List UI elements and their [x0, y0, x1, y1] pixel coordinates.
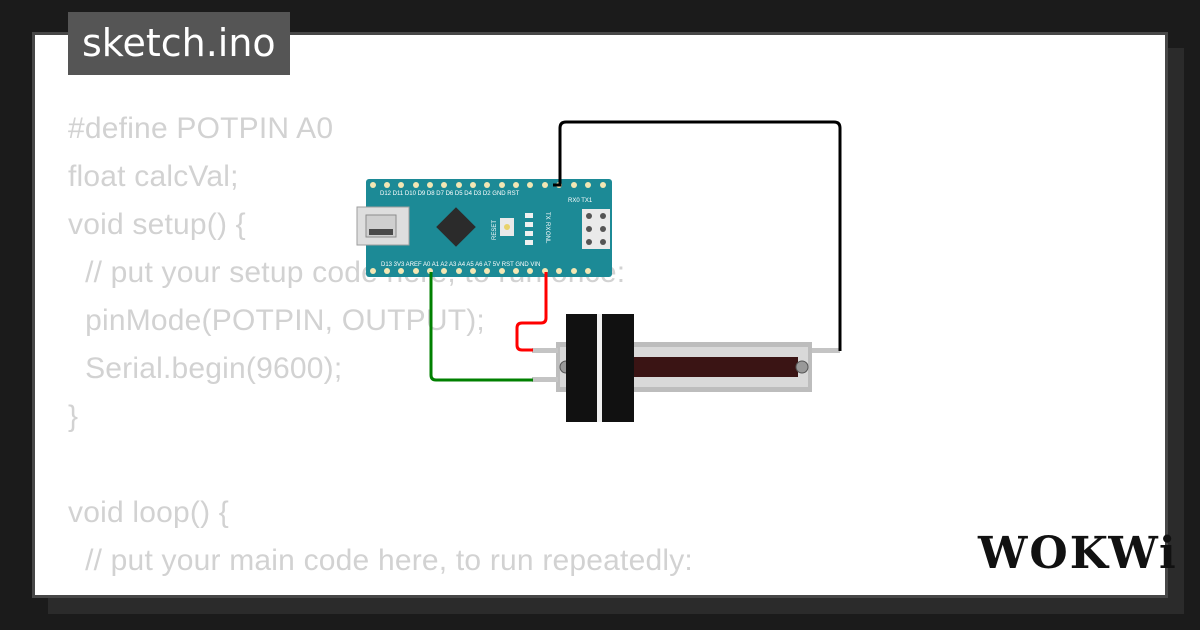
code-line: float calcVal; [68, 160, 239, 193]
wire-gnd[interactable] [553, 120, 842, 351]
pin-row-bottom[interactable] [370, 268, 591, 274]
code-line: void loop() { [68, 496, 230, 529]
code-line: // put your main code here, to run repea… [68, 544, 693, 577]
pin-labels-rx-tx: RX0 TX1 [568, 198, 593, 204]
pot-pin-gnd [812, 348, 840, 353]
pot-pin-sig [532, 377, 558, 382]
code-line: calcVal = 5 * analogRead(POTPIN) / 1023; [68, 585, 693, 595]
wire-signal[interactable] [429, 272, 533, 382]
code-line: } [68, 400, 79, 433]
code-line: Serial.begin(9600); [68, 352, 343, 385]
mcu-chip [436, 207, 476, 247]
icsp-header [582, 209, 610, 249]
led-label-on: ON [544, 231, 550, 240]
tx-led [525, 213, 533, 218]
pin-row-top[interactable] [370, 182, 606, 188]
led-label-rx: RX [544, 222, 550, 230]
pin-labels-top: D12 D11 D10 D9 D8 D7 D6 D5 D4 D3 D2 GND … [380, 191, 520, 197]
file-tab[interactable]: sketch.ino [68, 12, 290, 75]
code-line: #define POTPIN A0 [68, 112, 334, 145]
reset-label: RESET [492, 220, 498, 240]
slide-potentiometer[interactable] [532, 314, 840, 422]
code-line: pinMode(POTPIN, OUTPUT); [68, 304, 485, 337]
pot-pin-vcc [532, 348, 558, 353]
slider-track [600, 357, 798, 377]
wire-vcc[interactable] [515, 272, 548, 352]
code-line: void setup() { [68, 208, 246, 241]
led-label-tx: TX [544, 212, 550, 220]
on-led [525, 231, 533, 236]
wokwi-logo: WOKWi [978, 528, 1178, 579]
code-editor[interactable]: #define POTPIN A0 float calcVal; void setu… [68, 105, 693, 595]
rx-led [525, 222, 533, 227]
led-label-l: L [544, 240, 550, 244]
screw-icon [795, 360, 809, 374]
arduino-nano-board[interactable]: RESET TX RX ON L D12 D11 D10 D9 D8 D7 D6… [356, 179, 612, 277]
pin-labels-bottom: D13 3V3 AREF A0 A1 A2 A3 A4 A5 A6 A7 5V … [381, 262, 540, 268]
l-led [525, 240, 533, 245]
